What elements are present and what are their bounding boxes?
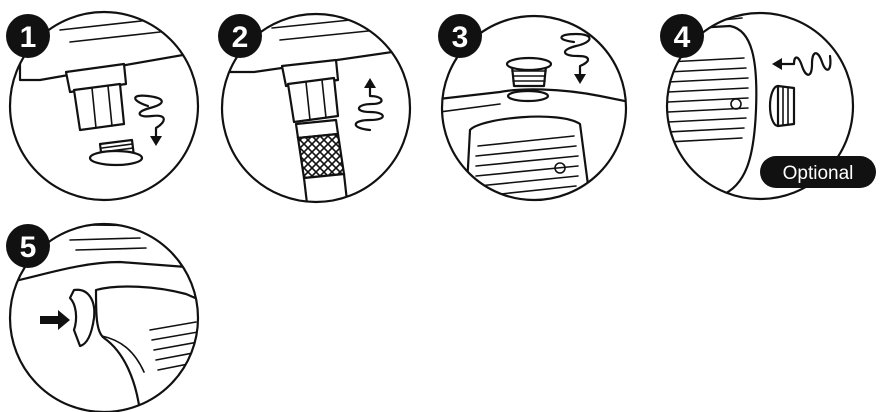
step-1-panel: 1 (6, 10, 200, 200)
rotate-clockwise-down-icon (135, 96, 164, 146)
step-3-panel: 3 (430, 14, 640, 220)
rotate-counterclockwise-left-icon (772, 53, 830, 75)
step-1-number: 1 (20, 21, 37, 54)
step-4-panel: Optional 4 (660, 13, 876, 200)
step-3-badge: 3 (438, 14, 482, 58)
step-5-badge: 5 (6, 224, 50, 268)
optional-label: Optional (783, 163, 854, 184)
push-arrow-icon (40, 310, 70, 330)
rotate-counterclockwise-up-icon (356, 78, 383, 130)
optional-pill: Optional (760, 156, 876, 188)
step-5-number: 5 (20, 231, 37, 264)
step-4-badge: 4 (660, 14, 704, 58)
step-3-illustration (430, 58, 640, 220)
step-2-number: 2 (232, 21, 249, 54)
rotate-clockwise-down-icon (561, 34, 589, 84)
step-2-panel: 2 (218, 10, 420, 212)
step-3-number: 3 (452, 21, 469, 54)
step-2-badge: 2 (218, 14, 262, 58)
step-4-number: 4 (674, 21, 691, 54)
step-5-panel: 5 (6, 224, 200, 412)
step-1-badge: 1 (6, 14, 50, 58)
